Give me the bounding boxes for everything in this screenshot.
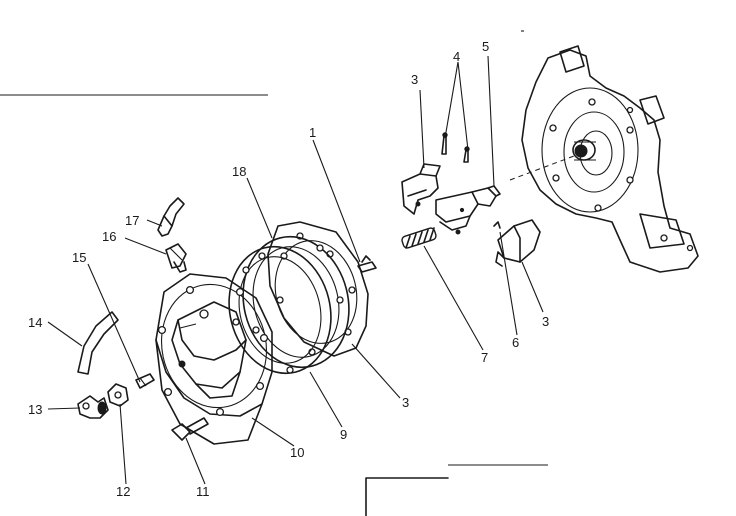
pin-assembly bbox=[435, 185, 501, 235]
corner-mark bbox=[365, 477, 449, 516]
nozzle-15 bbox=[135, 373, 155, 389]
callouts: 1 3 4 5 3 3 6 7 9 10 11 12 13 14 15 16 1… bbox=[28, 39, 549, 499]
callout-11: 11 bbox=[196, 484, 210, 499]
callout-17: 17 bbox=[125, 213, 139, 228]
hose-14 bbox=[77, 311, 119, 375]
axis-line bbox=[509, 155, 575, 181]
lower-clip bbox=[493, 219, 541, 267]
callout-9: 9 bbox=[340, 427, 347, 442]
flange-cover bbox=[155, 273, 273, 445]
callout-5: 5 bbox=[482, 39, 489, 54]
screws-4 bbox=[441, 132, 470, 163]
locking-pin bbox=[357, 255, 377, 273]
hex-nut-12 bbox=[107, 383, 129, 407]
hose-17 bbox=[157, 197, 185, 237]
shaft-end bbox=[572, 139, 596, 161]
callout-15: 15 bbox=[72, 250, 86, 265]
callout-6: 6 bbox=[512, 335, 519, 350]
bearing-housing bbox=[521, 45, 699, 273]
elbow-13 bbox=[77, 395, 109, 419]
leader-lines bbox=[47, 55, 544, 485]
callout-4: 4 bbox=[453, 49, 460, 64]
callout-13: 13 bbox=[28, 402, 42, 417]
callout-7: 7 bbox=[481, 350, 488, 365]
callout-3-upper: 3 bbox=[411, 72, 418, 87]
callout-14: 14 bbox=[28, 315, 42, 330]
callout-12: 12 bbox=[116, 484, 130, 499]
callout-16: 16 bbox=[102, 229, 116, 244]
callout-10: 10 bbox=[290, 445, 304, 460]
elbow-fitting-16 bbox=[165, 243, 187, 273]
upper-bracket bbox=[401, 163, 441, 215]
callout-18: 18 bbox=[232, 164, 246, 179]
callout-3-clip: 3 bbox=[542, 314, 549, 329]
callout-1: 1 bbox=[309, 125, 316, 140]
bolt-11 bbox=[171, 417, 209, 441]
spring bbox=[401, 227, 437, 249]
callout-3-ring: 3 bbox=[402, 395, 409, 410]
